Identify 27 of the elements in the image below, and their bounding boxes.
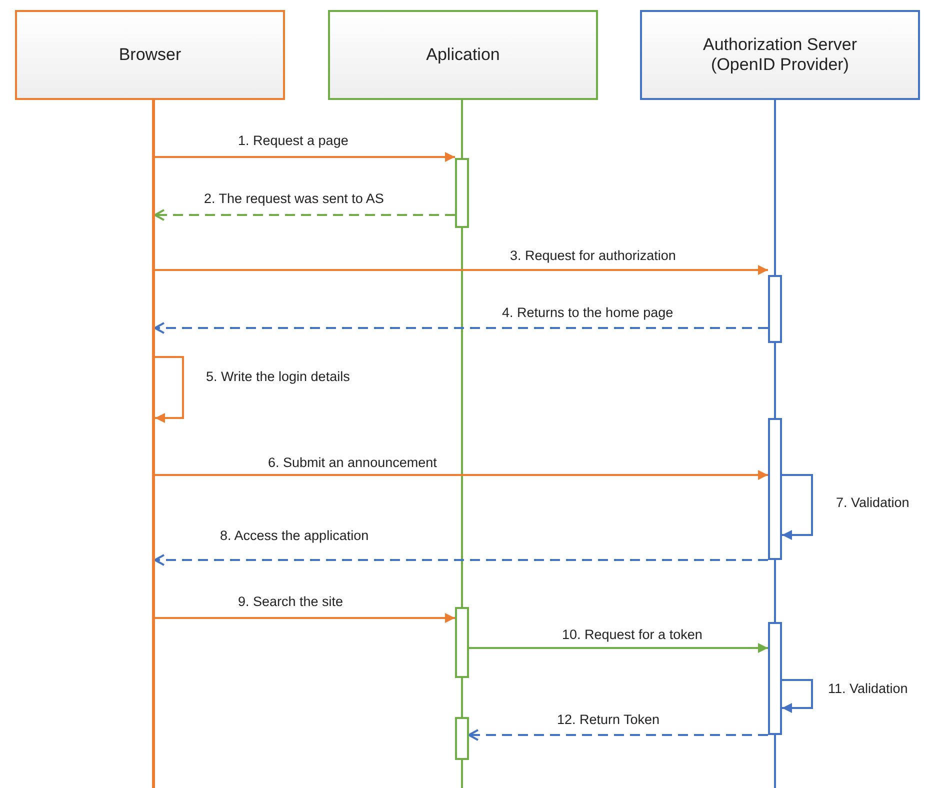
- message-arrow: [155, 265, 768, 275]
- edge-label: 4. Returns to the home page: [500, 304, 676, 321]
- message-arrow: [155, 152, 455, 162]
- message-arrow: [154, 209, 455, 221]
- edge-label: 2. The request was sent to AS: [202, 190, 386, 207]
- edge-label: 10. Request for a token: [560, 626, 704, 643]
- message-arrow: [782, 474, 813, 540]
- message-arrow: [154, 554, 768, 566]
- message-arrow: [782, 679, 813, 713]
- activation-bar: [768, 275, 782, 343]
- message-arrow: [155, 470, 768, 480]
- activation-bar: [455, 607, 469, 678]
- participant-box: Aplication: [328, 10, 598, 100]
- message-arrow: [155, 613, 455, 623]
- message-arrow: [468, 729, 768, 741]
- participant-box: Authorization Server (OpenID Provider): [640, 10, 920, 100]
- participant-box: Browser: [15, 10, 285, 100]
- message-arrow: [155, 356, 184, 423]
- activation-bar: [768, 418, 782, 560]
- edge-label: 3. Request for authorization: [508, 247, 678, 264]
- message-arrow: [469, 643, 768, 653]
- activation-bar: [455, 717, 469, 760]
- activation-bar: [455, 158, 469, 228]
- lifeline: [152, 100, 155, 788]
- message-arrow: [154, 322, 768, 334]
- edge-label: 8. Access the application: [218, 527, 371, 544]
- activation-bar: [768, 622, 782, 735]
